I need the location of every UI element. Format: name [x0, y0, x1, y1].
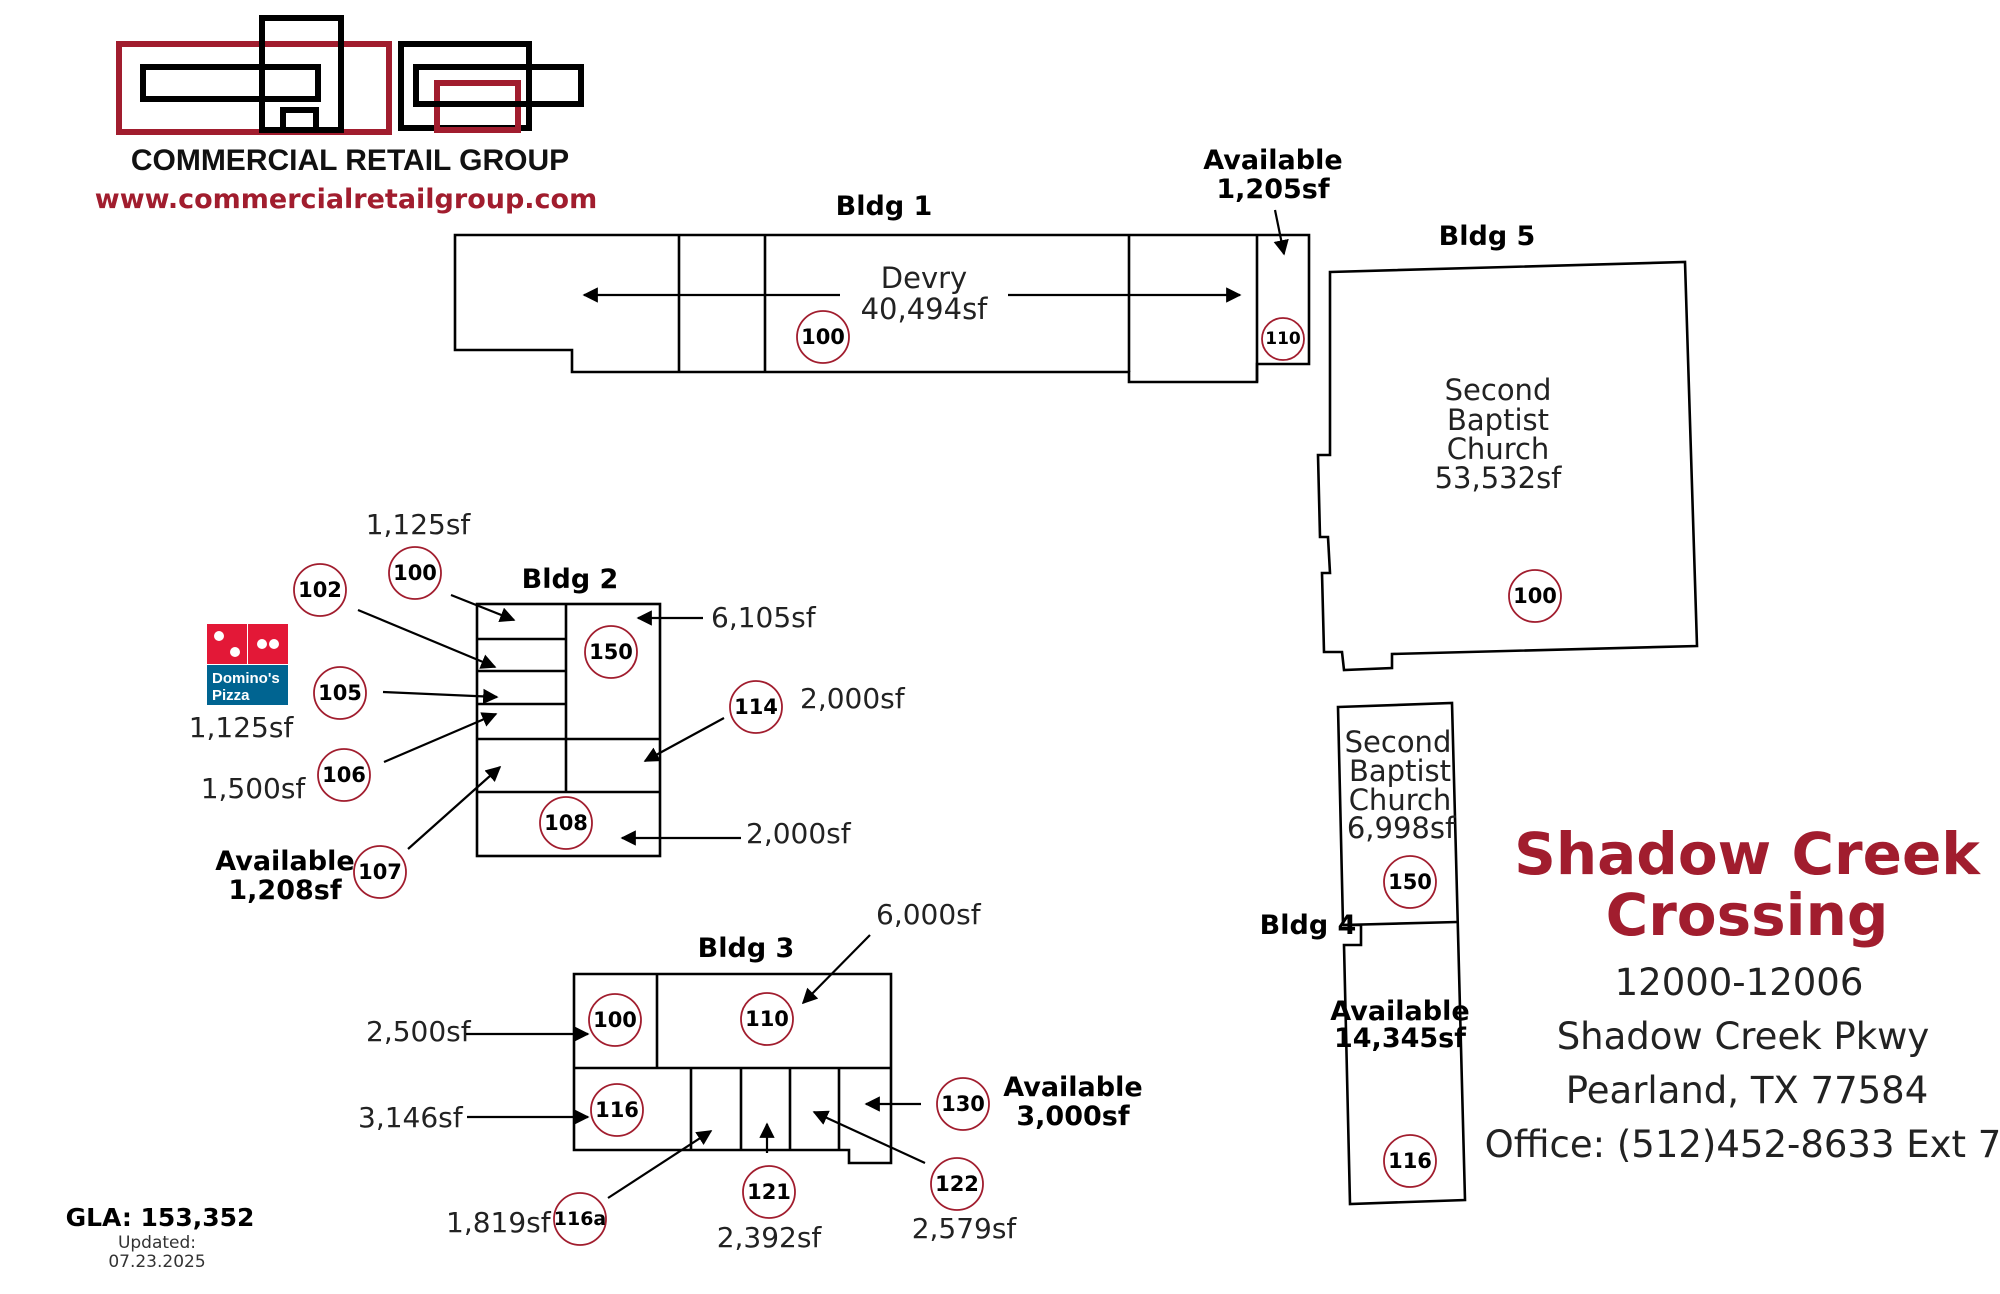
bldg1-available-label: Available [1203, 145, 1342, 176]
bldg2-available-label: Available [215, 846, 354, 877]
bldg4-tenant-sf: 6,998sf [1347, 811, 1456, 845]
svg-text:106: 106 [322, 763, 366, 787]
svg-text:100: 100 [593, 1008, 637, 1032]
bldg4-unit-116[interactable]: 116 [1383, 1134, 1437, 1188]
property-address-line1: 12000-12006 [1615, 961, 1864, 1004]
bldg2-unit-105[interactable]: 105 [313, 666, 367, 720]
bldg5-outline [1316, 260, 1699, 672]
bldg1-unit-110[interactable]: 110 [1261, 317, 1305, 361]
svg-text:100: 100 [801, 325, 845, 349]
svg-text:107: 107 [358, 860, 402, 884]
bldg2-unit-105-sf: 1,125sf [189, 711, 295, 744]
bldg2-label: Bldg 2 [522, 564, 619, 595]
bldg2-outline [475, 602, 662, 858]
bldg2-unit-100-sf: 1,125sf [366, 508, 472, 541]
bldg3-available-sf: 3,000sf [1016, 1101, 1129, 1132]
bldg2-unit-106-sf: 1,500sf [201, 772, 307, 805]
bldg4-tenant-line3: Church [1349, 783, 1452, 817]
svg-text:110: 110 [1265, 329, 1301, 349]
bldg3-unit-130[interactable]: 130 [936, 1077, 990, 1131]
bldg3-unit-110[interactable]: 110 [740, 992, 794, 1046]
svg-text:105: 105 [318, 681, 362, 705]
bldg1-label: Bldg 1 [836, 191, 933, 222]
bldg5-tenant-line3: Church [1447, 432, 1550, 466]
property-name-line1: Shadow Creek [1514, 820, 1981, 888]
company-url[interactable]: www.commercialretailgroup.com [95, 184, 598, 215]
bldg2-available-sf: 1,208sf [228, 875, 341, 906]
dominos-line2: Pizza [212, 687, 250, 704]
svg-text:121: 121 [747, 1180, 791, 1204]
svg-text:100: 100 [393, 561, 437, 585]
bldg3-outline [572, 972, 893, 1165]
bldg3-unit-100[interactable]: 100 [588, 993, 642, 1047]
bldg5-unit-100[interactable]: 100 [1508, 569, 1562, 623]
bldg5-tenant-line2: Baptist [1447, 403, 1549, 437]
bldg2-unit-100[interactable]: 100 [388, 546, 442, 600]
bldg2-unit-114[interactable]: 114 [729, 680, 783, 734]
bldg2-unit-108[interactable]: 108 [539, 796, 593, 850]
bldg2-unit-150[interactable]: 150 [584, 625, 638, 679]
bldg1-available-sf: 1,205sf [1216, 174, 1329, 205]
bldg2-unit-108-sf: 2,000sf [746, 817, 852, 850]
svg-text:116: 116 [1388, 1149, 1432, 1173]
bldg2-unit-107[interactable]: 107 [353, 845, 407, 899]
bldg3-unit-110-sf: 6,000sf [876, 898, 982, 931]
property-name-line2: Crossing [1606, 881, 1889, 949]
bldg4-available-label: Available [1330, 996, 1469, 1027]
commercial-retail-group-logo [116, 15, 584, 135]
bldg2-unit-114-sf: 2,000sf [800, 682, 906, 715]
bldg3-unit-116a[interactable]: 116a [553, 1192, 607, 1246]
bldg3-unit-116[interactable]: 116 [590, 1083, 644, 1137]
svg-text:114: 114 [734, 695, 778, 719]
svg-text:102: 102 [298, 578, 342, 602]
bldg5-label: Bldg 5 [1439, 221, 1536, 252]
svg-text:130: 130 [941, 1092, 985, 1116]
updated-date: 07.23.2025 [108, 1252, 205, 1272]
bldg1-unit-100[interactable]: 100 [796, 310, 850, 364]
bldg3-unit-100-sf: 2,500sf [366, 1015, 472, 1048]
svg-text:100: 100 [1513, 584, 1557, 608]
property-address-line3: Pearland, TX 77584 [1566, 1069, 1928, 1112]
dominos-pizza-logo: Domino's Pizza [207, 624, 288, 705]
bldg1-outline [453, 233, 1311, 384]
bldg2-unit-106[interactable]: 106 [317, 748, 371, 802]
bldg3-unit-116-sf: 3,146sf [358, 1101, 464, 1134]
gla-total: GLA: 153,352 [66, 1203, 255, 1232]
bldg3-unit-121[interactable]: 121 [742, 1165, 796, 1219]
bldg4-tenant-line1: Second [1345, 725, 1452, 759]
bldg3-unit-122-sf: 2,579sf [912, 1212, 1018, 1245]
bldg1-tenant-name: Devry [881, 261, 967, 295]
dominos-line1: Domino's [212, 670, 280, 687]
bldg4-unit-150[interactable]: 150 [1383, 855, 1437, 909]
bldg5-tenant-sf: 53,532sf [1435, 461, 1563, 495]
svg-text:122: 122 [935, 1172, 979, 1196]
bldg4-label: Bldg 4 [1260, 910, 1357, 941]
bldg2-unit-150-sf: 6,105sf [711, 601, 817, 634]
bldg3-available-label: Available [1003, 1072, 1142, 1103]
svg-text:110: 110 [745, 1007, 789, 1031]
updated-label: Updated: [118, 1233, 196, 1253]
bldg2-unit-102[interactable]: 102 [293, 563, 347, 617]
bldg4-tenant-line2: Baptist [1349, 754, 1451, 788]
bldg1-tenant-sf: 40,494sf [861, 292, 989, 326]
bldg3-unit-122[interactable]: 122 [930, 1157, 984, 1211]
bldg5-tenant-line1: Second [1445, 373, 1552, 407]
svg-text:116a: 116a [554, 1208, 606, 1230]
bldg3-label: Bldg 3 [698, 933, 795, 964]
bldg3-unit-116a-sf: 1,819sf [446, 1206, 552, 1239]
svg-text:108: 108 [544, 811, 588, 835]
svg-text:150: 150 [589, 640, 633, 664]
svg-text:150: 150 [1388, 870, 1432, 894]
property-office-phone[interactable]: Office: (512)452-8633 Ext 7 [1485, 1123, 2000, 1166]
company-name: COMMERCIAL RETAIL GROUP [131, 144, 569, 177]
bldg3-unit-121-sf: 2,392sf [717, 1221, 823, 1254]
svg-text:116: 116 [595, 1098, 639, 1122]
bldg4-available-sf: 14,345sf [1334, 1023, 1466, 1054]
property-address-line2: Shadow Creek Pkwy [1557, 1015, 1930, 1058]
